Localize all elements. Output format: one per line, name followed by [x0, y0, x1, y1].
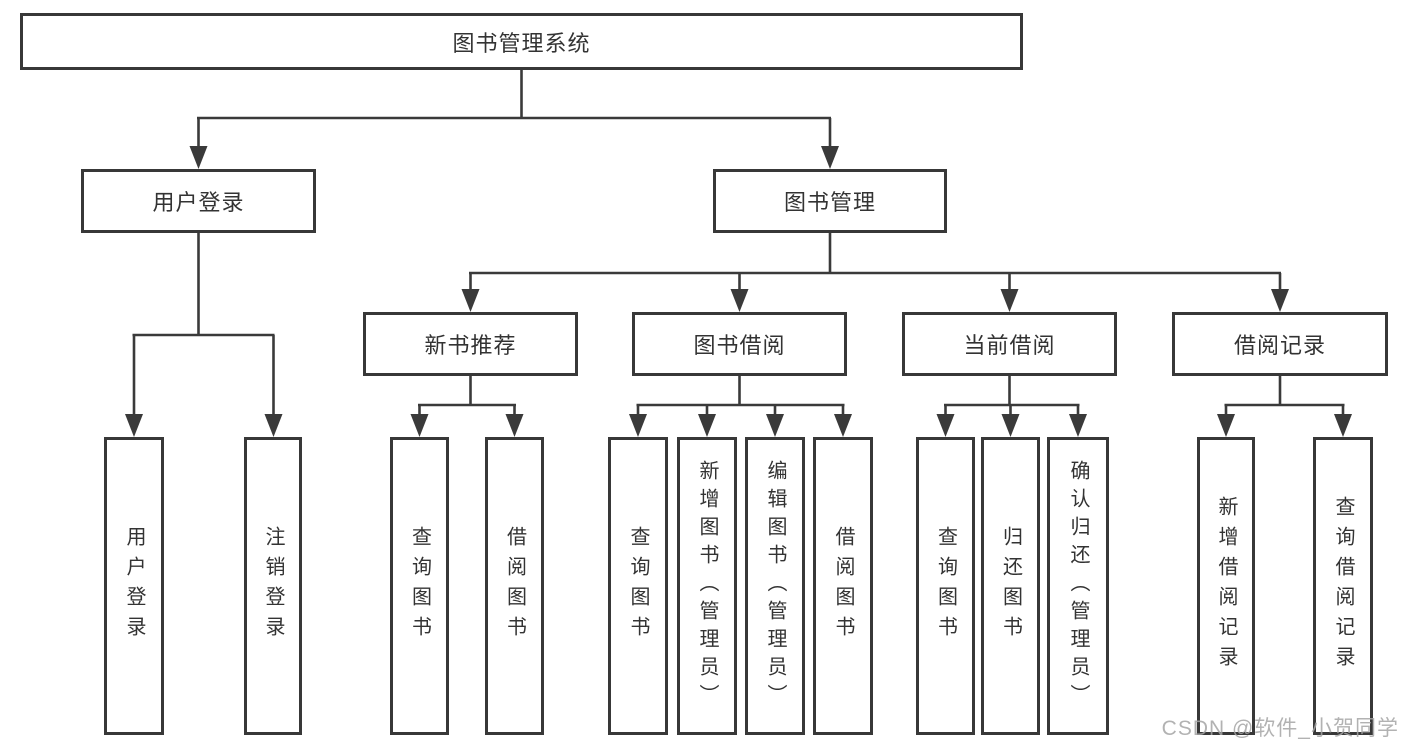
- leaf-query-borrow-record: 查询借阅记录: [1313, 437, 1373, 735]
- leaf-label: 查询图书: [934, 526, 957, 646]
- leaf-confirm-return-admin: 确认归还（管理员）: [1047, 437, 1109, 735]
- node-user-login: 用户登录: [81, 169, 316, 233]
- node-label: 借阅记录: [1233, 333, 1326, 358]
- leaf-return-books: 归还图书: [981, 437, 1040, 735]
- leaf-label: 用户登录: [123, 526, 145, 646]
- leaf-borrow-books-recommend: 借阅图书: [485, 437, 544, 735]
- leaf-borrow-books: 借阅图书: [813, 437, 873, 735]
- leaf-add-borrow-record: 新增借阅记录: [1197, 437, 1255, 735]
- arrowhead-icon: [834, 414, 852, 437]
- arrowhead-icon: [1000, 289, 1019, 312]
- arrowhead-icon: [461, 289, 480, 312]
- node-book-borrow: 图书借阅: [632, 312, 847, 376]
- leaf-label: 查询借阅记录: [1332, 496, 1354, 676]
- leaf-edit-books-admin: 编辑图书（管理员）: [745, 437, 805, 735]
- leaf-label: 确认归还（管理员）: [1067, 460, 1089, 712]
- arrowhead-icon: [1334, 414, 1352, 437]
- leaf-query-books-current: 查询图书: [916, 437, 975, 735]
- arrowhead-icon: [1271, 289, 1289, 312]
- node-library-system: 图书管理系统: [20, 13, 1023, 70]
- node-new-book-recommend: 新书推荐: [363, 312, 578, 376]
- node-label: 图书管理系统: [452, 30, 591, 56]
- leaf-logout: 注销登录: [244, 437, 302, 735]
- node-label: 图书借阅: [693, 333, 786, 358]
- leaf-label: 新增图书（管理员）: [696, 460, 718, 712]
- node-borrow-records: 借阅记录: [1172, 312, 1388, 376]
- arrowhead-icon: [505, 414, 524, 437]
- arrowhead-icon: [125, 414, 143, 437]
- arrowhead-icon: [821, 146, 839, 169]
- csdn-watermark: CSDN @软件_小贺同学: [1161, 717, 1399, 740]
- arrowhead-icon: [1217, 414, 1235, 437]
- leaf-label: 借阅图书: [503, 526, 526, 646]
- leaf-add-books-admin: 新增图书（管理员）: [677, 437, 737, 735]
- arrowhead-icon: [410, 414, 429, 437]
- leaf-query-books-recommend: 查询图书: [390, 437, 449, 735]
- arrowhead-icon: [936, 414, 955, 437]
- leaf-label: 查询图书: [408, 526, 431, 646]
- leaf-label: 新增借阅记录: [1215, 496, 1237, 676]
- node-current-borrow: 当前借阅: [902, 312, 1117, 376]
- leaf-label: 注销登录: [262, 526, 284, 646]
- arrowhead-icon: [264, 414, 283, 437]
- node-label: 当前借阅: [963, 333, 1056, 358]
- arrowhead-icon: [1069, 414, 1087, 437]
- leaf-user-login: 用户登录: [104, 437, 164, 735]
- node-label: 图书管理: [783, 190, 876, 215]
- node-label: 新书推荐: [424, 333, 517, 358]
- arrowhead-icon: [189, 146, 208, 169]
- arrowhead-icon: [629, 414, 647, 437]
- arrowhead-icon: [1001, 414, 1020, 437]
- arrowhead-icon: [698, 414, 716, 437]
- leaf-label: 归还图书: [999, 526, 1022, 646]
- leaf-label: 查询图书: [627, 526, 649, 646]
- arrowhead-icon: [730, 289, 749, 312]
- leaf-label: 借阅图书: [832, 526, 854, 646]
- leaf-label: 编辑图书（管理员）: [764, 460, 786, 712]
- node-label: 用户登录: [152, 190, 245, 215]
- arrowhead-icon: [766, 414, 784, 437]
- leaf-query-books-borrow: 查询图书: [608, 437, 668, 735]
- node-book-management: 图书管理: [713, 169, 947, 233]
